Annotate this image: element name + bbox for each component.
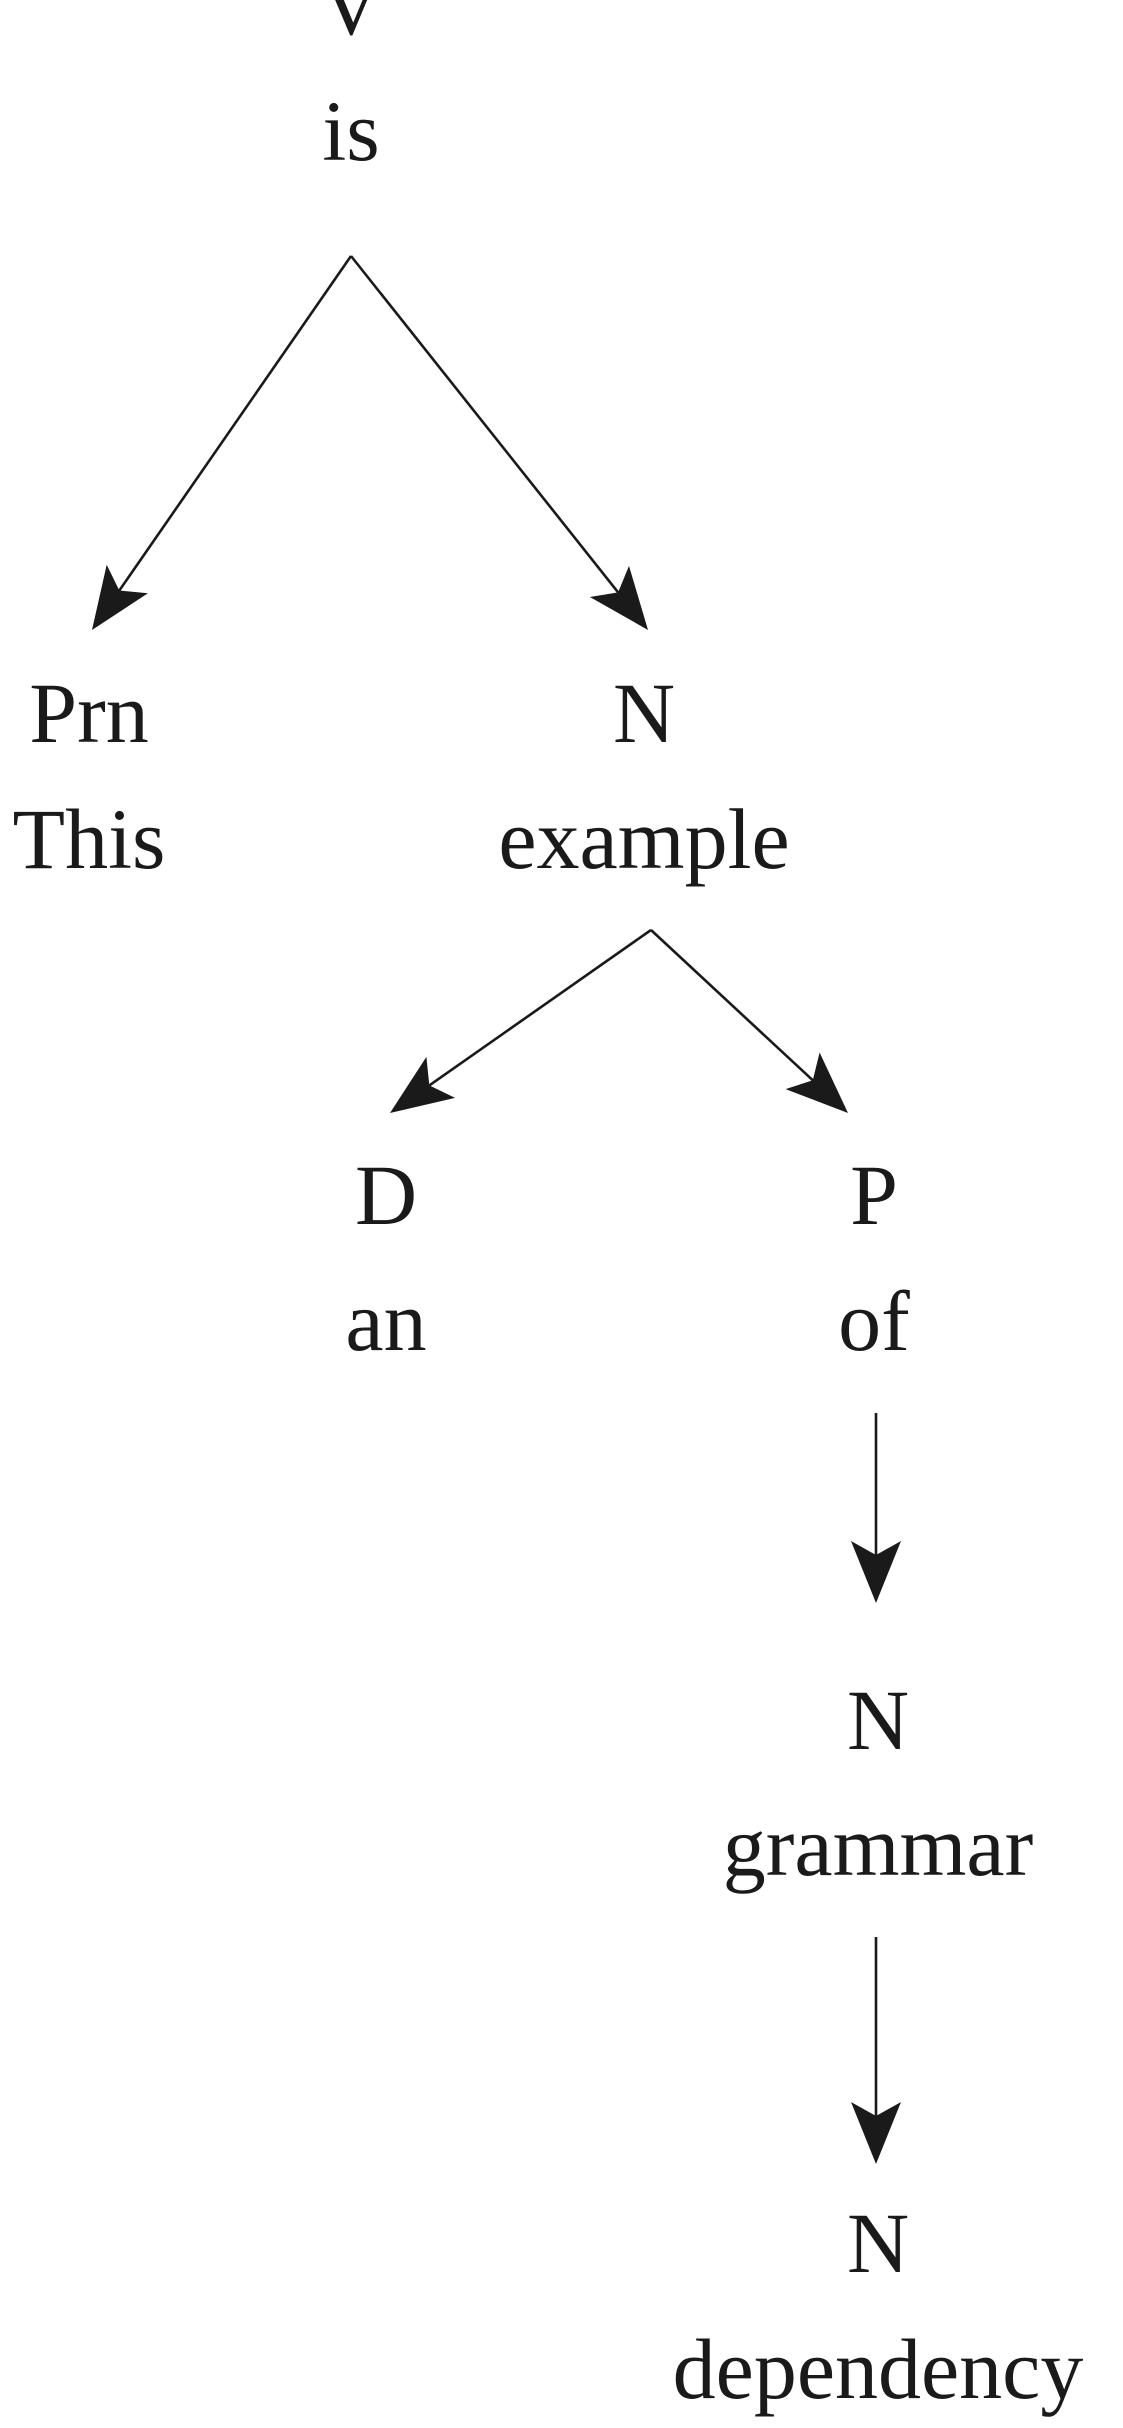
arrowhead-is-this (92, 564, 148, 630)
node-dependency: N dependency (578, 2200, 1123, 2412)
edge-example-an (428, 928, 652, 1087)
arrowhead-is-example (589, 565, 648, 630)
node-category: N (846, 1672, 910, 1768)
node-example: N example (344, 670, 944, 882)
node-grammar: N grammar (578, 1677, 1123, 1889)
node-word: grammar (722, 1798, 1034, 1894)
edge-is-example (349, 255, 620, 594)
node-category: N (612, 665, 676, 761)
arrowhead-of-grammar (851, 1541, 901, 1603)
node-category: P (850, 1147, 898, 1243)
node-word: dependency (672, 2321, 1084, 2417)
arrowhead-example-an (390, 1056, 456, 1113)
node-word: is (322, 83, 380, 179)
node-of: P of (574, 1152, 1123, 1364)
node-category: D (354, 1147, 418, 1243)
node-word: This (12, 791, 166, 887)
node-an: D an (86, 1152, 686, 1364)
node-this: Prn This (0, 670, 389, 882)
node-is: V is (51, 0, 651, 174)
node-word: an (345, 1273, 427, 1369)
edge-example-of (650, 929, 814, 1082)
node-word: example (498, 791, 790, 887)
node-word: of (838, 1273, 910, 1369)
arrowhead-example-of (785, 1052, 848, 1113)
node-category: N (846, 2195, 910, 2291)
arrowhead-grammar-dependency (851, 2102, 901, 2164)
edge-is-this (118, 255, 353, 592)
node-category: Prn (29, 665, 149, 761)
node-category: V (319, 0, 383, 53)
